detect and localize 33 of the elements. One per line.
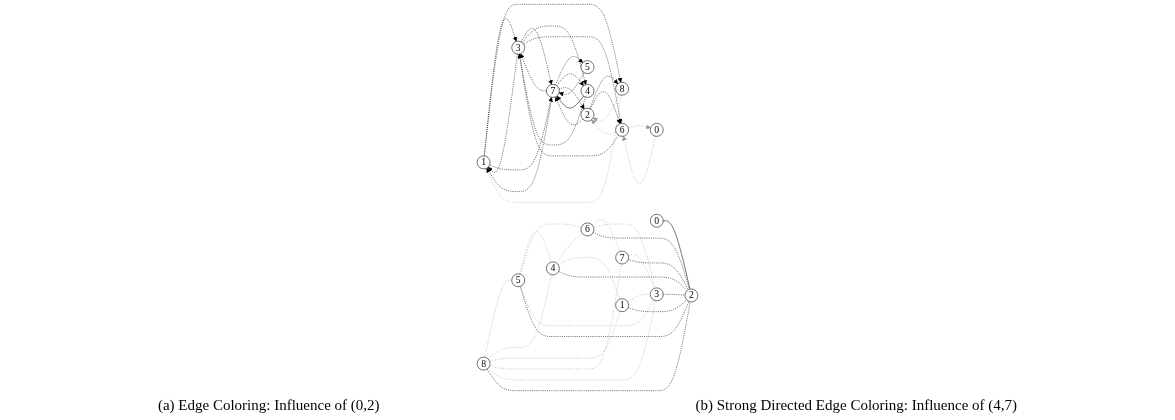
node-circle: 1 <box>476 155 491 170</box>
connector <box>488 274 552 360</box>
node-circle: 2 <box>580 107 595 122</box>
node-circle: 1 <box>615 298 629 312</box>
node-circle: 3 <box>511 40 525 55</box>
connector <box>520 286 654 326</box>
node-circle: 5 <box>580 60 595 74</box>
connector <box>628 254 655 289</box>
node-circle: 7 <box>615 250 629 265</box>
connector <box>488 300 656 381</box>
caption: (a) Edge Coloring: Influence of (0,2) <box>157 397 380 414</box>
connector <box>484 280 512 358</box>
connector <box>627 294 651 302</box>
node-circle: 6 <box>580 222 595 237</box>
node-circle: 0 <box>650 214 664 228</box>
connector <box>489 311 621 362</box>
connector <box>558 257 621 300</box>
connector <box>593 223 656 289</box>
node-circle: 2 <box>684 288 699 303</box>
caption: (b) Strong Directed Edge Coloring: Influence of (4,7) <box>695 397 1018 414</box>
node-circle: 8 <box>476 356 491 371</box>
node-circle: 3 <box>650 287 664 302</box>
connector <box>489 263 622 370</box>
node-circle: 6 <box>615 123 629 137</box>
connector <box>556 233 583 264</box>
node-circle: 4 <box>546 261 560 276</box>
node-circle: 8 <box>615 82 629 96</box>
node-circle: 4 <box>580 84 595 98</box>
node-circle: 0 <box>650 123 664 137</box>
connector <box>519 223 582 275</box>
connector <box>591 219 621 252</box>
node-circle: 5 <box>511 273 525 288</box>
node-circle: 7 <box>546 84 560 98</box>
